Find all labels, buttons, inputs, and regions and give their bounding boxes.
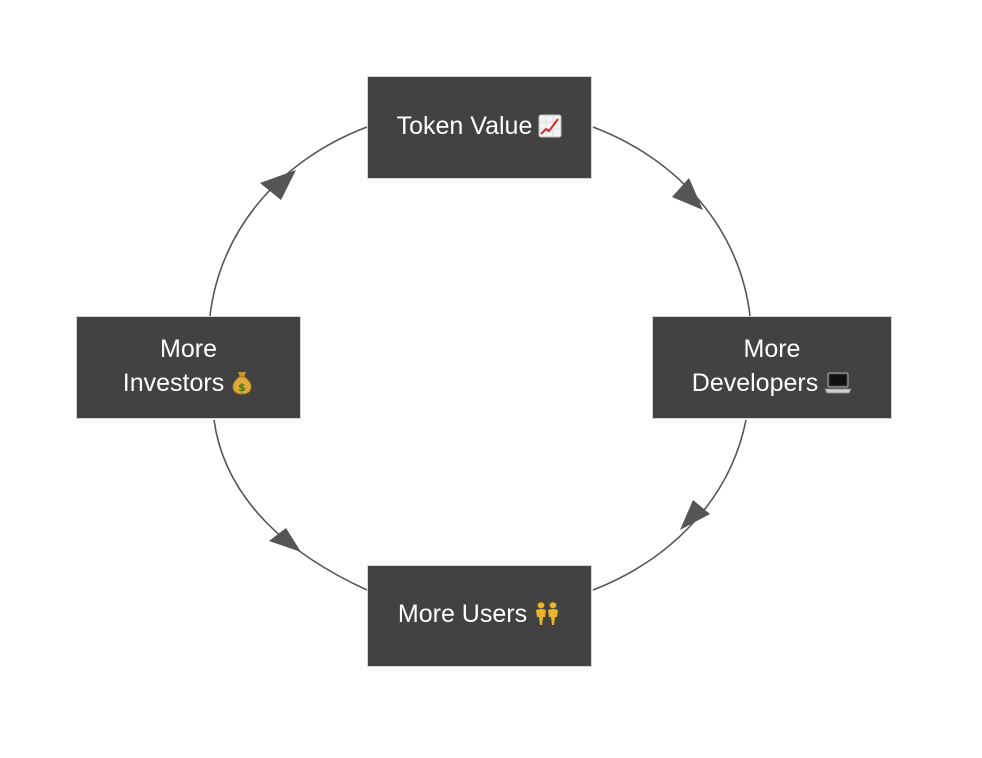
people-icon	[533, 600, 561, 635]
edge-token-to-developers	[592, 126, 751, 317]
node-token-value-label: Token Value	[396, 111, 533, 140]
money-bag-icon: $	[230, 369, 254, 404]
node-more-investors-line1: More	[160, 334, 217, 363]
svg-text:$: $	[238, 381, 246, 394]
chart-increasing-icon	[538, 113, 562, 147]
laptop-icon	[824, 370, 852, 404]
edge-investors-to-token	[209, 126, 368, 317]
node-more-users[interactable]: More Users	[367, 565, 592, 667]
edge-developers-to-users	[592, 419, 747, 591]
arrowhead-developers-to-users	[680, 500, 710, 530]
node-more-investors[interactable]: More Investors $	[76, 316, 301, 419]
edge-users-to-investors	[213, 419, 368, 591]
node-more-investors-line2: Investors	[122, 368, 225, 397]
arrowhead-users-to-investors	[269, 528, 301, 552]
arrowhead-token-to-developers	[672, 178, 703, 210]
node-more-developers[interactable]: More Developers	[652, 316, 892, 419]
node-more-developers-line1: More	[743, 334, 801, 363]
node-more-developers-line2: Developers	[691, 368, 819, 397]
node-more-users-label: More Users	[397, 600, 528, 628]
node-token-value[interactable]: Token Value	[367, 76, 592, 179]
arrowhead-investors-to-token	[260, 170, 296, 200]
